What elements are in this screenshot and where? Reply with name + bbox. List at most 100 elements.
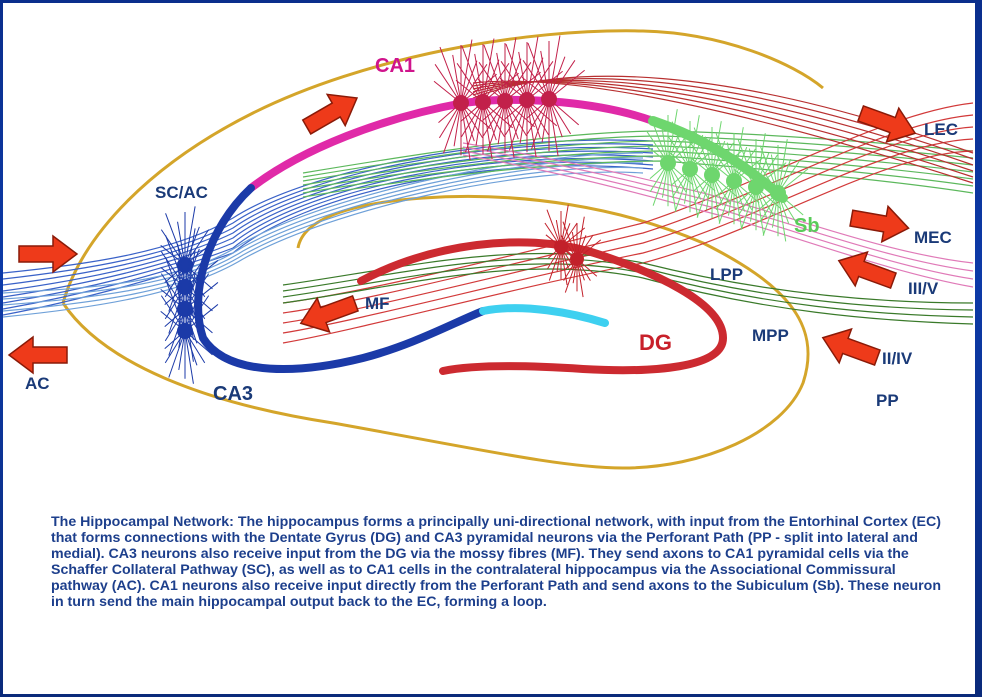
dendrite xyxy=(482,38,495,103)
neuron-soma xyxy=(660,155,676,171)
dendrite xyxy=(442,102,462,154)
arrows xyxy=(7,93,917,375)
label-mf: MF xyxy=(365,294,390,313)
label-ii-iv: II/IV xyxy=(882,349,913,368)
dendrite xyxy=(168,330,186,378)
dendrite xyxy=(526,99,537,158)
dendrite xyxy=(526,36,539,101)
dentate-gyrus-layer xyxy=(357,238,728,375)
fiber-line xyxy=(302,150,974,190)
dendrite xyxy=(504,100,515,159)
label-mpp: MPP xyxy=(752,326,789,345)
neuron-soma xyxy=(570,252,584,266)
fiber-line xyxy=(3,161,654,310)
dendrite xyxy=(184,272,196,332)
fiber-line xyxy=(302,145,974,186)
neuron-soma xyxy=(453,95,469,111)
dendrite xyxy=(184,250,196,310)
dendrite xyxy=(518,51,528,101)
dendrite xyxy=(474,53,484,103)
fiber-line xyxy=(3,162,644,306)
dendrite xyxy=(439,46,462,104)
neuron-soma xyxy=(770,185,786,201)
fiber-line xyxy=(462,154,974,288)
hippocampus-outline-lower xyxy=(61,194,810,470)
fiber-line xyxy=(282,114,974,314)
label-dg: DG xyxy=(639,330,672,355)
neuron-soma xyxy=(541,91,557,107)
dendrite xyxy=(649,115,669,164)
arrow-icon xyxy=(821,327,882,367)
dendrite xyxy=(165,257,186,310)
fiber-line xyxy=(3,152,644,294)
dendrite xyxy=(452,54,462,104)
neuron-soma xyxy=(177,323,193,339)
dendrite xyxy=(711,121,722,176)
neuron-soma xyxy=(726,173,742,189)
fiber-line xyxy=(282,126,974,324)
neuron-soma xyxy=(748,179,764,195)
arrow-icon xyxy=(7,335,68,375)
dendrite xyxy=(711,174,721,224)
label-lec: LEC xyxy=(924,120,958,139)
arrow-icon xyxy=(301,93,359,135)
dendrite xyxy=(548,35,561,100)
dendrite xyxy=(508,99,528,151)
dendrite xyxy=(496,52,506,102)
arrow-icon xyxy=(299,294,360,334)
neuron-soma xyxy=(704,167,720,183)
perforant-path-fibers xyxy=(3,75,974,344)
label-ac: AC xyxy=(25,374,50,393)
dendrite xyxy=(482,101,493,160)
dendrite xyxy=(165,213,186,266)
fiber-line xyxy=(462,150,974,280)
dendrite xyxy=(527,42,550,100)
arrow-icon xyxy=(837,250,898,290)
neuron-soma xyxy=(519,92,535,108)
fiber-line xyxy=(462,142,974,264)
label-lpp: LPP xyxy=(710,265,744,284)
dendrite xyxy=(184,228,196,288)
slide-panel: CA1 SC/AC CA3 MF DG LPP MPP Sb LEC MEC I… xyxy=(3,3,975,694)
fiber-line xyxy=(3,150,654,292)
dendrite xyxy=(733,127,744,182)
dendrite xyxy=(486,100,506,152)
dendrite xyxy=(184,330,194,384)
fiber-line xyxy=(3,157,654,304)
hippocampus-diagram xyxy=(3,29,974,470)
label-mec: MEC xyxy=(914,228,952,247)
fiber-line xyxy=(3,171,644,318)
ca3-layer xyxy=(194,184,487,374)
fiber-line xyxy=(302,140,974,182)
fiber-line xyxy=(3,166,644,312)
dendrite xyxy=(530,98,550,150)
label-ca3: CA3 xyxy=(213,383,254,405)
pyramidal-neurons xyxy=(160,35,809,384)
dendrite xyxy=(460,102,471,161)
fiber-line xyxy=(3,143,654,280)
dendrite xyxy=(777,139,788,194)
dendrite xyxy=(460,39,473,104)
fiber-line xyxy=(282,138,974,334)
fiber-line xyxy=(472,79,974,166)
fiber-line xyxy=(302,135,974,178)
arrow-icon xyxy=(856,104,917,144)
fiber-line xyxy=(472,81,974,172)
dg-inner-layer xyxy=(479,304,609,327)
dendrite xyxy=(715,133,735,182)
neuron-soma xyxy=(554,240,568,254)
hippocampus-outline xyxy=(61,29,824,304)
label-pp: PP xyxy=(876,391,899,410)
dendrite xyxy=(483,44,506,102)
arrow-icon xyxy=(849,204,910,244)
dendrite xyxy=(755,186,765,236)
dendrite xyxy=(165,279,186,332)
fiber-line xyxy=(282,268,974,325)
dendrite xyxy=(505,43,528,101)
label-iii-v: III/V xyxy=(908,279,939,298)
dendrite xyxy=(671,121,691,170)
dendrite xyxy=(461,45,484,103)
dendrite xyxy=(464,101,484,153)
neuron-soma xyxy=(475,94,491,110)
